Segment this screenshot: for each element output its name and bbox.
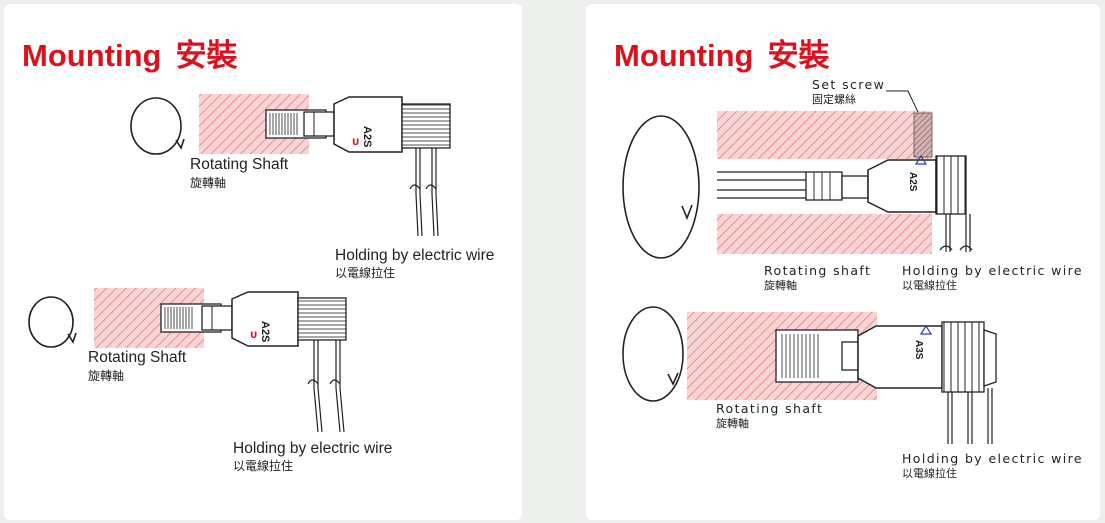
- rotating-shaft-label-cn: 旋轉軸: [764, 279, 797, 292]
- title-chinese: 安裝: [175, 38, 238, 73]
- electric-wires: [409, 148, 439, 237]
- rotating-shaft-label-cn: 旋轉軸: [88, 369, 125, 383]
- rotating-shaft-label-cn: 旋轉軸: [190, 176, 227, 190]
- rotation-arrow-icon: [28, 296, 77, 348]
- rotating-shaft-label: Rotating shaft: [716, 401, 824, 416]
- title-english: Mounting: [614, 38, 754, 73]
- electric-wires: [939, 214, 973, 252]
- mounting-diagram-left: A2S U: [28, 94, 451, 433]
- holding-wire-label: Holding by electric wire: [902, 263, 1083, 278]
- rotating-shaft-label-cn: 旋轉軸: [716, 417, 749, 430]
- mounting-panel-left: Mounting 安裝: [4, 4, 522, 520]
- holding-wire-label: Holding by electric wire: [335, 247, 495, 264]
- holding-wire-label-cn: 以電線拉住: [902, 279, 957, 292]
- holding-wire-label-cn: 以電線拉住: [233, 459, 294, 473]
- brand-logo: [914, 154, 928, 165]
- holding-wire-label-cn: 以電線拉住: [335, 266, 396, 280]
- slip-ring-connector: A2S: [717, 154, 967, 215]
- rotation-arrow-icon: [622, 115, 700, 259]
- rotation-arrow-icon: [130, 97, 185, 155]
- set-screw-label-cn: 固定螺絲: [812, 93, 856, 106]
- mounting-panel-right: Mounting 安裝: [586, 4, 1100, 520]
- slip-ring-connector: A3S: [841, 321, 997, 393]
- rotation-arrow-icon: [622, 306, 684, 402]
- hollow-rotating-shaft: [717, 111, 933, 254]
- set-screw: [913, 112, 933, 158]
- holding-wire-label: Holding by electric wire: [233, 440, 393, 457]
- holding-wire-label: Holding by electric wire: [902, 451, 1083, 466]
- brand-logo: U: [250, 331, 257, 341]
- brand-logo: [919, 324, 933, 335]
- model-label: A3S: [913, 340, 924, 360]
- electric-wires: [307, 340, 345, 433]
- brand-logo: U: [352, 138, 359, 148]
- model-label: A2S: [907, 172, 918, 192]
- rotating-shaft-label: Rotating Shaft: [190, 156, 289, 173]
- mounting-diagram-right: A2S A: [622, 90, 997, 444]
- panel-title: Mounting 安裝: [22, 30, 237, 75]
- slip-ring-connector: A2S U: [201, 291, 347, 347]
- title-english: Mounting: [22, 38, 162, 73]
- set-screw-label: Set screw: [812, 77, 886, 92]
- electric-wires: [947, 388, 993, 444]
- rotating-shaft-label: Rotating shaft: [764, 263, 872, 278]
- panel-title: Mounting 安裝: [614, 30, 829, 75]
- model-label: A2S: [361, 126, 373, 147]
- model-label: A2S: [259, 321, 271, 342]
- slip-ring-connector: A2S U: [303, 96, 451, 153]
- title-chinese: 安裝: [767, 38, 830, 73]
- rotating-shaft-label: Rotating Shaft: [88, 349, 187, 366]
- set-screw-leader: [886, 90, 919, 113]
- holding-wire-label-cn: 以電線拉住: [902, 467, 957, 480]
